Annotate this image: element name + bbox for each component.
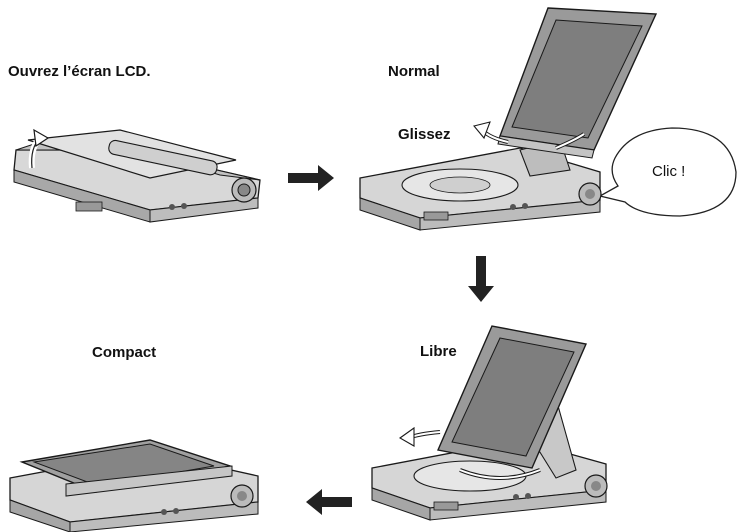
callout-text: Clic ! xyxy=(652,163,686,180)
slide-label: Glissez xyxy=(398,126,451,143)
step-label-compact: Compact xyxy=(92,344,157,361)
step-label-normal: Normal xyxy=(388,63,440,80)
step-label-open: Ouvrez l’écran LCD. xyxy=(8,63,151,80)
step-label-free: Libre xyxy=(420,343,457,360)
